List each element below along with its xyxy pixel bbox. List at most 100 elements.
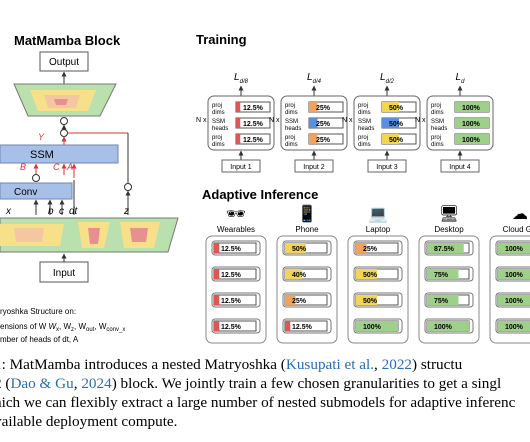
- citation-link-2024[interactable]: 2024: [81, 375, 112, 392]
- legend-heads: mber of heads of dt, A: [0, 335, 79, 344]
- device-block: [276, 235, 338, 344]
- training-input-box: [367, 159, 407, 173]
- capacity-fill: [498, 295, 530, 305]
- capacity-value: 100%: [363, 324, 382, 331]
- x-label: x: [5, 206, 12, 217]
- capacity-value: 100%: [505, 324, 524, 331]
- multiply-gate-top: [60, 117, 68, 125]
- b-input-label: b: [48, 206, 54, 217]
- capacity-value: 75%: [434, 272, 449, 279]
- device-name: Desktop: [434, 225, 464, 234]
- training-input-label: Input 3: [376, 164, 398, 171]
- citation-link-kusupati[interactable]: Kusupati et al.: [285, 356, 375, 373]
- figure: MatMamba Block Output Y SSM B C A Conv x…: [0, 32, 530, 344]
- nx-label: N x: [196, 117, 207, 124]
- device-block: [489, 235, 530, 344]
- training-input-label: Input 4: [449, 164, 471, 171]
- capacity-value: 12.5%: [221, 324, 242, 331]
- capacity-fill: [309, 134, 318, 144]
- capacity-value: 100%: [462, 137, 481, 144]
- adaptive-title: Adaptive Inference: [202, 187, 318, 202]
- capacity-value: 100%: [505, 298, 524, 305]
- legend-dims: ensions of W Wx, Wz, Wout, Wconv_x: [0, 322, 125, 333]
- capacity-fill: [382, 134, 399, 144]
- training-input-box: [221, 159, 261, 173]
- device-block: [347, 235, 409, 344]
- silu-gate: [124, 183, 132, 191]
- training-title: Training: [196, 32, 247, 47]
- caption-line-4: vailable deployment compute.: [0, 413, 178, 430]
- capacity-fill: [427, 321, 469, 331]
- c-input-label: c: [59, 206, 64, 217]
- capacity-fill: [285, 243, 306, 253]
- activation-gate: [32, 174, 40, 182]
- sunglasses-icon: 🕶: [226, 206, 246, 223]
- capacity-fill: [382, 102, 399, 112]
- ssm-label: SSM: [30, 149, 54, 161]
- capacity-fill: [214, 269, 220, 279]
- capacity-fill: [427, 243, 464, 253]
- capacity-value: 100%: [462, 105, 481, 112]
- capacity-value: 100%: [505, 246, 524, 253]
- capacity-value: 50%: [292, 246, 307, 253]
- capacity-fill: [356, 321, 398, 331]
- capacity-value: 100%: [462, 121, 481, 128]
- conv-box: [0, 182, 73, 200]
- training-input-label: Input 1: [230, 164, 252, 171]
- citation-link-dao-gu[interactable]: Dao & Gu: [10, 375, 74, 392]
- capacity-fill: [214, 295, 220, 305]
- capacity-value: 12.5%: [221, 272, 242, 279]
- capacity-fill: [285, 321, 291, 331]
- capacity-value: 50%: [389, 105, 404, 112]
- capacity-fill: [236, 102, 241, 112]
- capacity-value: 12.5%: [243, 137, 264, 144]
- training-input-box: [294, 159, 334, 173]
- input-box: [39, 261, 89, 283]
- loss-label: Ld/4: [307, 72, 322, 85]
- capacity-fill: [455, 134, 489, 144]
- capacity-fill: [285, 295, 296, 305]
- citation-link-2022[interactable]: 2022: [381, 356, 412, 373]
- training-input-label: Input 2: [303, 164, 325, 171]
- caption-line-1: 1: MatMamba introduces a nested Matryosh…: [0, 356, 463, 373]
- capacity-fill: [214, 321, 220, 331]
- capacity-value: 50%: [363, 272, 378, 279]
- loss-label: Ld: [456, 72, 466, 85]
- figure-caption: 1: MatMamba introduces a nested Matryosh…: [0, 355, 530, 431]
- capacity-value: 25%: [292, 298, 307, 305]
- conv-label: Conv: [14, 187, 37, 198]
- capacity-value: 100%: [434, 324, 453, 331]
- output-projection: [13, 83, 117, 117]
- caption-line-2: 2 (Dao & Gu, 2024) block. We jointly tra…: [0, 375, 502, 392]
- nx-label: N x: [342, 117, 353, 124]
- cloud-icon: ☁: [512, 206, 528, 223]
- ssm-box: [0, 144, 119, 164]
- capacity-value: 12.5%: [243, 121, 264, 128]
- capacity-value: 50%: [363, 298, 378, 305]
- capacity-value: 12.5%: [221, 246, 242, 253]
- capacity-fill: [356, 243, 367, 253]
- device-name: Wearables: [217, 225, 255, 234]
- z-label: z: [123, 206, 129, 217]
- capacity-value: 75%: [434, 298, 449, 305]
- device-name: Laptop: [366, 225, 391, 234]
- capacity-fill: [236, 134, 241, 144]
- loss-label: Ld/2: [380, 72, 395, 85]
- capacity-value: 50%: [389, 121, 404, 128]
- desktop-icon: 🖥: [439, 205, 459, 223]
